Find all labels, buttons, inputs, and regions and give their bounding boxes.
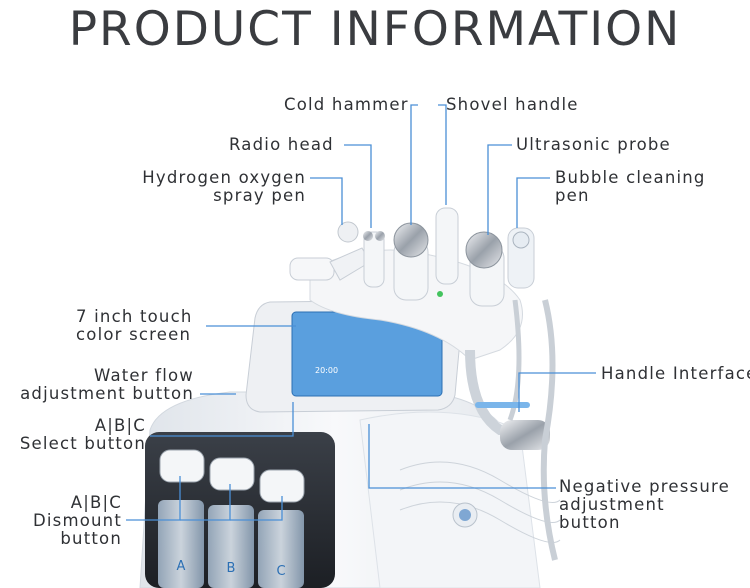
label-water-line1: Water flow	[93, 366, 194, 385]
label-dismount-line1: A|B|C	[70, 493, 122, 512]
label-select-line2: Select button	[19, 434, 146, 453]
label-negative-line3: button	[559, 513, 621, 532]
label-bubble-cleaning-pen: Bubble cleaning pen	[555, 169, 706, 205]
label-ultrasonic-probe: Ultrasonic probe	[516, 135, 671, 154]
label-dismount-button: A|B|C Dismount button	[6, 494, 122, 548]
bottle-label-c: C	[276, 564, 285, 579]
label-radio-head: Radio head	[229, 135, 334, 154]
label-hydrogen-line2: spray pen	[213, 186, 306, 205]
label-shovel-handle: Shovel handle	[446, 95, 579, 114]
label-hydrogen-oxygen-spray-pen: Hydrogen oxygen spray pen	[120, 169, 306, 205]
label-negative-pressure-button: Negative pressure adjustment button	[559, 478, 730, 532]
bottle-label-b: B	[227, 561, 236, 576]
label-dismount-line3: button	[60, 529, 122, 548]
label-touch-line1: 7 inch touch	[76, 307, 193, 326]
label-bubble-line2: pen	[555, 186, 590, 205]
page-title: PRODUCT INFORMATION	[68, 2, 682, 57]
label-negative-line2: adjustment	[559, 495, 665, 514]
label-negative-line1: Negative pressure	[559, 477, 730, 496]
label-cold-hammer: Cold hammer	[284, 95, 409, 114]
screen-time: 20:00	[315, 366, 338, 375]
label-handle-interface: Handle Interface	[601, 364, 750, 383]
label-water-flow-button: Water flow adjustment button	[6, 367, 194, 403]
label-bubble-line1: Bubble cleaning	[555, 168, 706, 187]
label-dismount-line2: Dismount	[32, 511, 122, 530]
label-touch-line2: color screen	[76, 325, 192, 344]
label-select-button: A|B|C Select button	[6, 417, 146, 453]
label-select-line1: A|B|C	[94, 416, 146, 435]
label-water-line2: adjustment button	[20, 384, 194, 403]
bottle-label-a: A	[177, 559, 186, 574]
label-hydrogen-line1: Hydrogen oxygen	[142, 168, 306, 187]
label-touch-screen: 7 inch touch color screen	[76, 308, 193, 344]
